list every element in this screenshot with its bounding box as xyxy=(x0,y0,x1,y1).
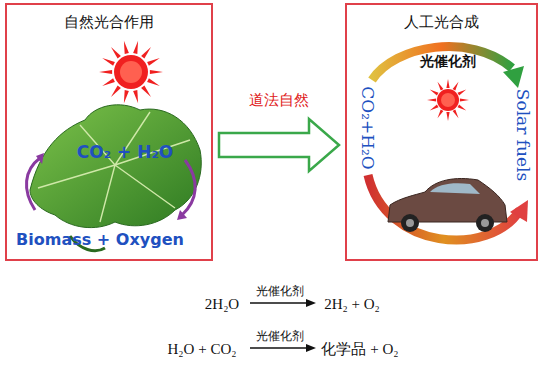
panel-title: 人工光合成 xyxy=(347,13,536,32)
sun-ray xyxy=(99,70,112,74)
equation-term: 化学品 + O₂ xyxy=(321,341,398,358)
vertical-product: Solar fuels xyxy=(514,89,533,181)
sun-ray xyxy=(430,90,439,96)
sun-ray xyxy=(111,85,121,97)
sun-ray xyxy=(430,105,439,111)
equation-term: 2H₂ + O₂ xyxy=(324,296,380,313)
panel-title: 自然光合作用 xyxy=(7,13,211,32)
sun-ray xyxy=(133,41,138,54)
sun-ray xyxy=(147,58,160,66)
reaction-arrow xyxy=(250,299,316,352)
equation-term: H₂O + CO₂ xyxy=(168,341,237,358)
catalyst-label: 光催化剂 xyxy=(420,54,476,69)
sun-ray xyxy=(446,112,449,121)
sun-ray xyxy=(124,41,129,54)
arrow-label: 道法自然 xyxy=(247,91,311,110)
catalyst-label: 光催化剂 xyxy=(256,330,304,343)
sun-ray xyxy=(446,79,449,88)
sun-ray xyxy=(453,110,459,119)
equation-term: 2H₂O xyxy=(205,296,239,313)
sun-ray xyxy=(102,58,115,66)
sun-ray xyxy=(141,85,151,97)
sun-ray xyxy=(111,47,121,59)
sun xyxy=(99,41,163,103)
sun-ray xyxy=(438,110,444,119)
catalyst-label: 光催化剂 xyxy=(256,285,304,298)
sun-ray xyxy=(102,78,115,86)
sun-ray xyxy=(147,78,160,86)
sun xyxy=(427,79,469,121)
leaf xyxy=(30,105,201,251)
sun-ray xyxy=(141,47,151,59)
sun-ray xyxy=(124,90,129,103)
sun-ray xyxy=(427,98,436,101)
vertical-reactant: CO₂+H₂O xyxy=(359,86,378,170)
sun-ray xyxy=(438,82,444,91)
sun-ray xyxy=(453,82,459,91)
car xyxy=(388,179,507,233)
sun-ray xyxy=(133,90,138,103)
sun-ray xyxy=(150,70,163,74)
sun-ray xyxy=(460,98,469,101)
sun-ray xyxy=(458,90,467,96)
reactant-label: CO₂ + H₂O xyxy=(77,143,174,162)
product-label: Biomass + Oxygen xyxy=(16,231,184,249)
natural-panel: 自然光合作用 xyxy=(5,3,213,261)
block-arrow xyxy=(219,119,339,171)
sun-ray xyxy=(458,105,467,111)
